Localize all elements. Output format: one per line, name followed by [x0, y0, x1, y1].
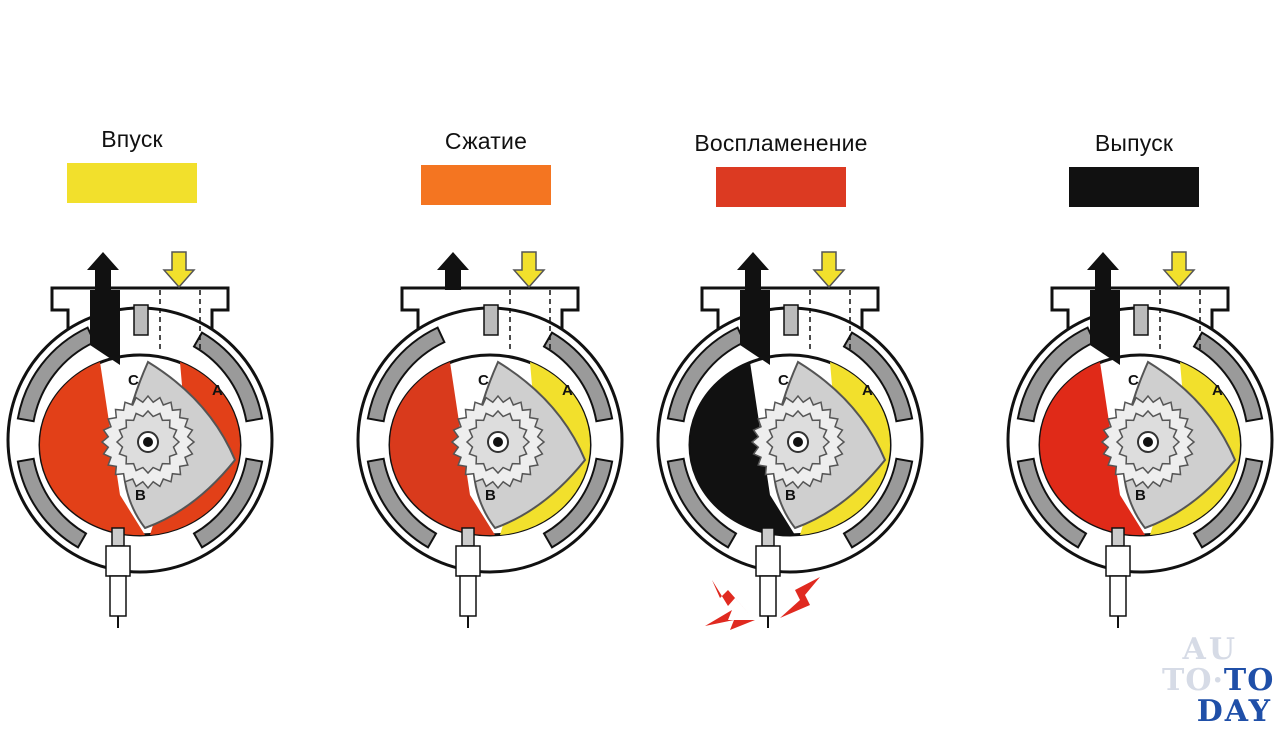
exhaust-arrow-icon: [1087, 252, 1119, 290]
cooling-jacket: [366, 326, 446, 423]
cooling-jacket: [1192, 331, 1264, 423]
apex-label-b: B: [485, 487, 496, 504]
spark-plug-body: [455, 545, 481, 577]
shaft-center: [493, 437, 503, 447]
apex-label-b: B: [785, 487, 796, 504]
chamber-left: [689, 362, 795, 536]
watermark-logo: AU TO·TO DAY: [1162, 632, 1275, 729]
legend-label: Воспламенение: [694, 130, 868, 156]
spark-plug-tip: [761, 527, 775, 547]
apex-label-a: A: [862, 382, 873, 399]
cooling-jacket: [542, 457, 614, 549]
chamber-left: [1039, 362, 1145, 536]
spark-bolt-icon: [780, 577, 820, 618]
legend-label: Сжатие: [444, 128, 528, 154]
shaft-center: [793, 437, 803, 447]
legend-exhaust: Выпуск: [1024, 130, 1244, 207]
apex-label-b: B: [1135, 487, 1146, 504]
spark-plug-tip: [1111, 527, 1125, 547]
spark-plug-body: [1105, 545, 1131, 577]
spark-plug-tip: [111, 527, 125, 547]
cooling-jacket: [366, 457, 438, 549]
port-spring: [133, 304, 149, 336]
port-spring: [783, 304, 799, 336]
color-swatch-intake: [67, 163, 197, 203]
legend-label: Выпуск: [1094, 130, 1174, 156]
spark-bolt-icon: [705, 610, 755, 630]
spark-plug-insulator: [759, 575, 777, 617]
intake-arrow-icon: [162, 251, 196, 289]
exhaust-port: [1090, 290, 1120, 365]
engine-stage-2: C A B: [356, 251, 624, 628]
port-spring: [1133, 304, 1149, 336]
apex-label-a: A: [1212, 382, 1223, 399]
exhaust-arrow-icon: [737, 252, 769, 290]
intake-arrow-icon: [1162, 251, 1196, 289]
watermark-to2: TO: [1223, 663, 1275, 698]
chamber-left: [39, 362, 145, 536]
spark-plug-insulator: [109, 575, 127, 617]
port-spring: [483, 304, 499, 336]
shaft-center: [1143, 437, 1153, 447]
exhaust-arrow-icon: [437, 252, 469, 290]
spark-plug-insulator: [1109, 575, 1127, 617]
engine-stage-4: C A B: [1006, 251, 1274, 628]
exhaust-port: [90, 290, 120, 365]
cooling-jacket: [842, 457, 914, 549]
apex-label-c: C: [128, 372, 139, 389]
cooling-jacket: [542, 331, 614, 423]
legend-compression: Сжатие: [376, 128, 596, 205]
intake-arrow-icon: [812, 251, 846, 289]
watermark-line3: DAY: [1196, 694, 1272, 729]
engine-stage-1: C A B: [6, 251, 274, 628]
shaft-center: [143, 437, 153, 447]
spark-plug-tip: [461, 527, 475, 547]
intake-arrow-icon: [512, 251, 546, 289]
cooling-jacket: [1016, 457, 1088, 549]
cooling-jacket: [192, 457, 264, 549]
apex-label-a: A: [212, 382, 223, 399]
exhaust-port: [740, 290, 770, 365]
apex-label-a: A: [562, 382, 573, 399]
exhaust-arrow-icon: [87, 252, 119, 290]
engine-stage-3: C A B: [656, 251, 924, 630]
watermark-line2: TO·TO: [1162, 663, 1275, 698]
apex-label-b: B: [135, 487, 146, 504]
cooling-jacket: [16, 457, 88, 549]
cooling-jacket: [842, 331, 914, 423]
cooling-jacket: [1192, 457, 1264, 549]
chamber-left: [389, 362, 495, 536]
apex-label-c: C: [778, 372, 789, 389]
watermark-line1: AU: [1182, 632, 1238, 667]
legend-label: Впуск: [101, 126, 163, 152]
cooling-jacket: [666, 457, 738, 549]
spark-bolt-icon: [712, 580, 750, 615]
spark-plug-insulator: [459, 575, 477, 617]
cooling-jacket: [192, 331, 264, 423]
legend-ignition: Воспламенение: [671, 130, 891, 207]
spark-plug-body: [755, 545, 781, 577]
color-swatch-exhaust: [1069, 167, 1199, 207]
legend-intake: Впуск: [22, 126, 242, 203]
watermark-to1: TO·: [1162, 663, 1224, 698]
apex-label-c: C: [478, 372, 489, 389]
color-swatch-compression: [421, 165, 551, 205]
spark-plug-body: [105, 545, 131, 577]
apex-label-c: C: [1128, 372, 1139, 389]
color-swatch-ignition: [716, 167, 846, 207]
